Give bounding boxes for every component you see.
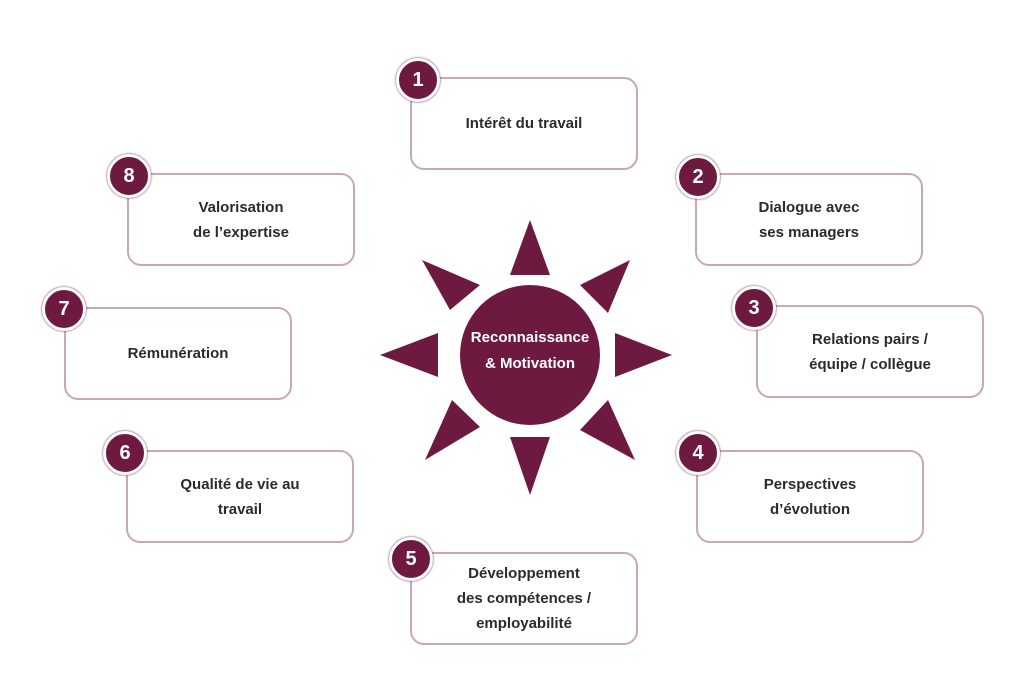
item-box-5: Développement des compétences / employab… [410, 552, 638, 645]
item-number-badge: 1 [396, 58, 440, 102]
item-number-badge: 5 [389, 537, 433, 581]
item-label: Perspectives d’évolution [763, 475, 857, 518]
item-box-2: Dialogue avec ses managers [695, 173, 923, 266]
item-number-badge: 3 [732, 286, 776, 330]
item-box-3: Relations pairs / équipe / collègue [756, 305, 984, 398]
item-label: Valorisation de l’expertise [193, 198, 289, 241]
item-label: Qualité de vie au travail [180, 475, 300, 518]
item-label: Rémunération [127, 345, 229, 362]
item-number-badge: 8 [107, 154, 151, 198]
center-title: Reconnaissance & Motivation [470, 329, 590, 372]
item-label: Développement des compétences / employab… [456, 565, 592, 632]
item-number-badge: 2 [676, 155, 720, 199]
item-number-badge: 4 [676, 431, 720, 475]
item-box-8: Valorisation de l’expertise [127, 173, 355, 266]
item-label: Dialogue avec ses managers [758, 198, 860, 241]
item-box-6: Qualité de vie au travail [126, 450, 354, 543]
item-label: Relations pairs / équipe / collègue [809, 330, 931, 373]
item-box-4: Perspectives d’évolution [696, 450, 924, 543]
item-number-badge: 7 [42, 287, 86, 331]
item-box-1: Intérêt du travail [410, 77, 638, 170]
item-number-badge: 6 [103, 431, 147, 475]
item-box-7: Rémunération [64, 307, 292, 400]
sun-icon [380, 220, 672, 495]
item-label: Intérêt du travail [465, 115, 583, 132]
